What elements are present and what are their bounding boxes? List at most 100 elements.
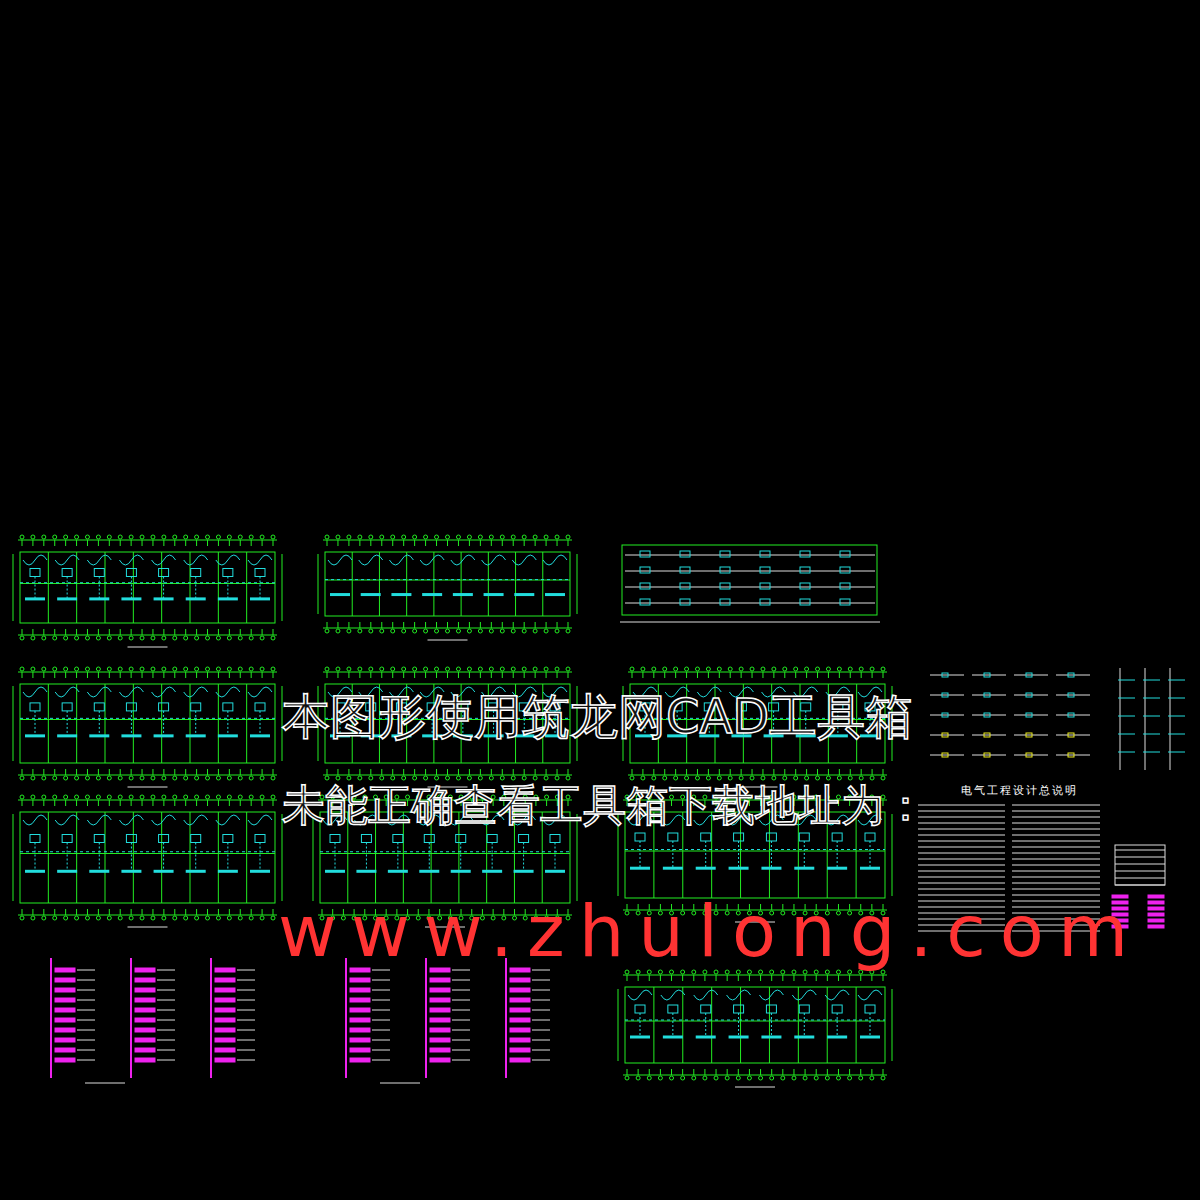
cad-rect [215, 988, 235, 992]
cad-line [131, 843, 132, 872]
axis-bubble [249, 795, 253, 799]
cad-rect [640, 583, 650, 589]
axis-bubble [783, 776, 787, 780]
cad-line [711, 987, 712, 1063]
axis-bubble [238, 535, 242, 539]
axis-bubble [467, 667, 471, 671]
cad-line [76, 552, 77, 623]
cad-line [458, 622, 459, 628]
cad-line [48, 684, 49, 763]
wiring [661, 990, 685, 1000]
axis-bubble [216, 916, 220, 920]
cad-line [458, 672, 459, 678]
axis-bubble [336, 629, 340, 633]
axis-bubble [42, 776, 46, 780]
axis-bubble [271, 795, 275, 799]
axis-bubble [151, 795, 155, 799]
cad-line [370, 622, 371, 628]
cad-line [391, 593, 411, 596]
axis-bubble [162, 636, 166, 640]
cad-line [447, 769, 448, 775]
axis-bubble [500, 535, 504, 539]
cad-rect [510, 1028, 530, 1032]
axis-bubble [681, 1076, 685, 1080]
axis-bubble [685, 667, 689, 671]
cad-rect [191, 703, 201, 711]
cad-rect [135, 998, 155, 1002]
axis-bubble [260, 916, 264, 920]
axis-bubble [107, 776, 111, 780]
cad-line [227, 843, 228, 872]
cad-line [1118, 734, 1135, 735]
axis-bubble [96, 636, 100, 640]
cad-line [76, 629, 77, 635]
axis-bubble [522, 629, 526, 633]
axis-bubble [216, 776, 220, 780]
wiring [792, 990, 816, 1000]
cad-line [480, 769, 481, 775]
cad-line [664, 672, 665, 678]
cad-line [348, 540, 349, 546]
axis-bubble [435, 667, 439, 671]
axis-bubble [238, 916, 242, 920]
cad-line [229, 629, 230, 635]
cad-line [856, 987, 857, 1063]
axis-bubble [456, 776, 460, 780]
cad-line [403, 540, 404, 546]
cad-line [120, 540, 121, 546]
cad-line [535, 769, 536, 775]
axis-bubble [195, 535, 199, 539]
cad-rect [668, 833, 678, 841]
cad-line [403, 672, 404, 678]
cad-line [883, 769, 884, 775]
axis-bubble [195, 776, 199, 780]
cad-line [1168, 680, 1185, 681]
axis-bubble [238, 776, 242, 780]
axis-bubble [652, 667, 656, 671]
axis-bubble [652, 776, 656, 780]
cad-line [337, 769, 338, 775]
cad-line [77, 1030, 95, 1031]
axis-bubble [870, 667, 874, 671]
axis-bubble [118, 776, 122, 780]
cad-line [1168, 752, 1185, 753]
wiring [87, 555, 111, 565]
cad-line [513, 622, 514, 628]
axis-bubble [424, 535, 428, 539]
cad-line [532, 1060, 550, 1061]
cad-line [849, 975, 850, 981]
cad-line [20, 583, 275, 584]
cad-rect [510, 1008, 530, 1012]
cad-line [1115, 878, 1165, 879]
cad-rect [1148, 919, 1164, 922]
cad-line [262, 800, 263, 806]
axis-bubble [467, 776, 471, 780]
cad-line [43, 629, 44, 635]
cad-rect [55, 988, 75, 992]
cad-line [218, 800, 219, 806]
axis-bubble [64, 636, 68, 640]
wiring [23, 555, 47, 565]
cad-line [697, 672, 698, 678]
cad-line [850, 769, 851, 775]
axis-bubble [249, 916, 253, 920]
cad-line [43, 769, 44, 775]
wiring [628, 990, 652, 1000]
cad-line [828, 672, 829, 678]
axis-bubble [522, 776, 526, 780]
cad-line [1012, 823, 1100, 824]
cad-line [793, 975, 794, 981]
cad-line [43, 540, 44, 546]
axis-bubble [781, 1076, 785, 1080]
cad-line [469, 672, 470, 678]
cad-line [625, 1020, 885, 1021]
axis-bubble [195, 795, 199, 799]
cad-line [682, 987, 683, 1063]
cad-line [372, 1060, 390, 1061]
cad-line [682, 975, 683, 981]
cad-line [918, 883, 1005, 884]
axis-bubble [96, 535, 100, 539]
axis-bubble [658, 1076, 662, 1080]
axis-bubble [347, 776, 351, 780]
cad-line [218, 540, 219, 546]
